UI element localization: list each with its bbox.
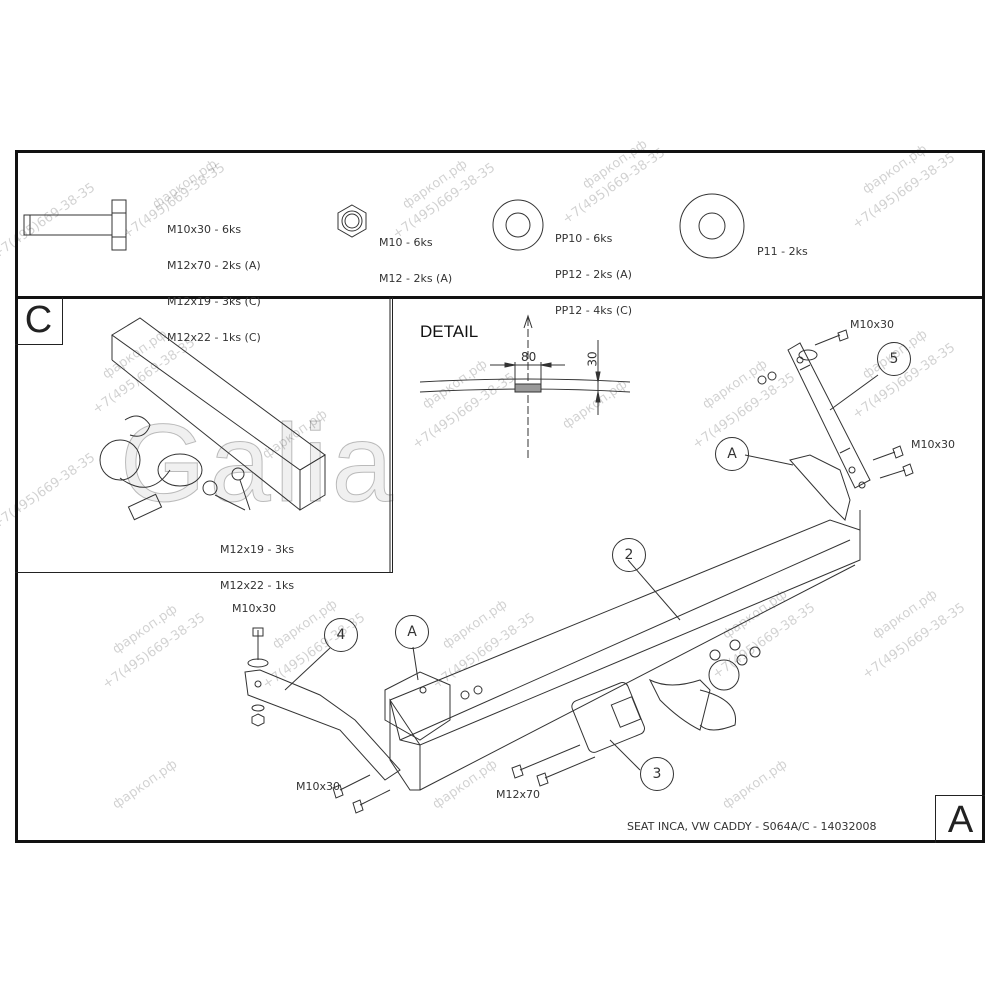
section-c-bolt-label: M12x22 - 1ks xyxy=(220,579,295,592)
bracket-part-4 xyxy=(244,627,401,814)
bolt-label-bracket5-side: M10x30 xyxy=(911,438,955,451)
callout-part-2: 2 xyxy=(612,538,646,572)
flat-washer-icon xyxy=(679,193,745,259)
bolt-label-bracket4-bottom: M10x30 xyxy=(296,780,340,793)
nut-list-item: M12 - 2ks (A) xyxy=(379,272,453,285)
spring-washer-icon xyxy=(492,199,544,251)
detail-title: DETAIL xyxy=(420,322,479,341)
leader-lines xyxy=(284,374,879,771)
bolt-list-item: M10x30 - 6ks xyxy=(167,223,242,236)
spring-washer-list: PP10 - 6ks PP12 - 2ks (A) PP12 - 4ks (C) xyxy=(555,209,632,329)
section-c-bolt-label: M12x19 - 3ks xyxy=(220,543,295,556)
bolt-list-item: M12x19 - 3ks (C) xyxy=(167,295,261,308)
spring-washer-list-item: PP12 - 2ks (A) xyxy=(555,268,632,281)
callout-ref-a-left: A xyxy=(395,615,429,649)
nut-icon xyxy=(337,204,367,238)
bracket-a-left xyxy=(384,671,451,741)
spring-washer-list-item: PP12 - 4ks (C) xyxy=(555,304,633,317)
bolt-list-item: M12x22 - 1ks (C) xyxy=(167,331,261,344)
bolt-list: M10x30 - 6ks M12x70 - 2ks (A) M12x19 - 3… xyxy=(167,200,261,356)
nut-list: M10 - 6ks M12 - 2ks (A) xyxy=(379,213,452,297)
parts-list-panel xyxy=(15,150,985,299)
drawing-frame xyxy=(15,150,985,843)
callout-ref-a-right: A xyxy=(715,437,749,471)
section-c-drawing xyxy=(99,317,326,521)
nut-list-item: M10 - 6ks xyxy=(379,236,433,249)
spring-washer-list-item: PP10 - 6ks xyxy=(555,232,613,245)
title-block: SEAT INCA, VW CADDY - S064A/C - 14032008 xyxy=(627,820,877,833)
bolt-label-bracket5-top: M10x30 xyxy=(850,318,894,331)
section-c-bolt-labels: M12x19 - 3ks M12x22 - 1ks xyxy=(220,520,294,604)
flat-washer-list: P11 - 2ks xyxy=(757,222,808,270)
towball-part-3 xyxy=(460,639,761,787)
callout-part-5: 5 xyxy=(877,342,911,376)
callout-part-3: 3 xyxy=(640,757,674,791)
section-c-panel xyxy=(15,297,393,573)
callout-part-4: 4 xyxy=(324,618,358,652)
bolt-label-bracket4-top: M10x30 xyxy=(232,602,276,615)
crossbar-part-2 xyxy=(389,510,861,791)
bolt-label-ball-plate: M12x70 xyxy=(496,788,540,801)
section-c-label: C xyxy=(15,297,63,345)
bolt-list-item: M12x70 - 2ks (A) xyxy=(167,259,261,272)
bolt-icon xyxy=(23,199,127,251)
flat-washer-list-item: P11 - 2ks xyxy=(757,245,808,258)
sheet-a-label: A xyxy=(935,795,985,843)
detail-drawing xyxy=(389,297,631,572)
detail-height-dimension: 30 xyxy=(585,351,600,367)
bracket-part-5 xyxy=(757,329,914,521)
detail-width-dimension: 80 xyxy=(521,350,537,364)
